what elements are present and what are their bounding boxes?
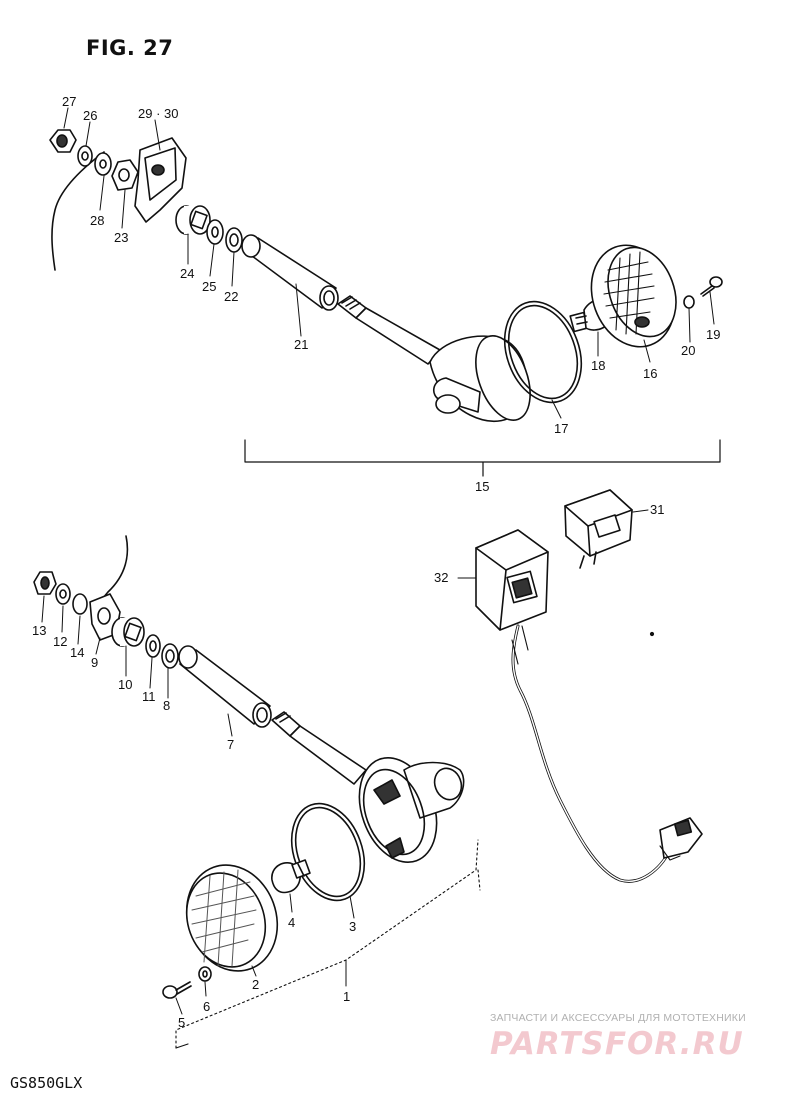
washer-20 (684, 296, 694, 308)
washer-6 (199, 967, 211, 981)
watermark-tagline: ЗАПЧАСТИ И АКСЕССУАРЫ ДЛЯ МОТОТЕХНИКИ (490, 1012, 746, 1024)
callout-21: 21 (294, 337, 309, 352)
washer-8 (162, 644, 178, 668)
rear-turn-signal-assembly (34, 536, 480, 1048)
callout-4: 4 (288, 915, 296, 930)
threaded-stem (338, 296, 440, 364)
callout-23: 23 (114, 230, 129, 245)
callout-20: 20 (681, 343, 696, 358)
callout-10: 10 (118, 677, 133, 692)
callout-26: 26 (83, 108, 98, 123)
callout-19: 19 (706, 327, 721, 342)
washer-26 (78, 146, 92, 166)
wire-lead-rear (98, 536, 127, 604)
model-code: GS850GLX (10, 1074, 83, 1092)
bulb-4 (272, 860, 310, 892)
callout-12: 12 (53, 634, 68, 649)
leader-lines-front (64, 108, 714, 418)
callout-16: 16 (643, 366, 658, 381)
wire-lead (52, 152, 104, 270)
washer-25 (207, 220, 223, 244)
nut-23 (112, 160, 138, 190)
callout-3: 3 (349, 919, 357, 934)
callout-1: 1 (343, 989, 351, 1004)
screw-5 (163, 982, 191, 998)
watermark-logo: PARTSFOR.RU (490, 1026, 744, 1062)
washer-14 (73, 594, 87, 614)
washer-11 (146, 635, 160, 657)
front-turn-signal-assembly (50, 108, 722, 476)
callout-17: 17 (554, 421, 569, 436)
callout-8: 8 (163, 698, 171, 713)
lens-2 (172, 852, 292, 984)
bracket-29-30 (135, 138, 186, 222)
callout-11: 11 (142, 689, 156, 704)
lens-16 (578, 233, 689, 358)
lamp-housing (430, 328, 541, 427)
callout-29-30: 29 · 30 (138, 106, 179, 121)
wire-harness (512, 626, 702, 881)
speck (651, 633, 654, 636)
threaded-stem-rear (272, 712, 366, 784)
callout-27: 27 (62, 94, 77, 109)
leader-lines-rear (42, 596, 354, 1014)
washer-22 (226, 228, 242, 252)
callout-24: 24 (180, 266, 195, 281)
spacer-24 (176, 206, 210, 234)
stem-sleeve-7 (179, 646, 271, 727)
callout-28: 28 (90, 213, 105, 228)
callout-32: 32 (434, 570, 449, 585)
group-bracket-1 (176, 840, 480, 1048)
callout-13: 13 (32, 623, 47, 638)
gasket-17 (491, 291, 594, 413)
callout-25: 25 (202, 279, 217, 294)
callout-6: 6 (203, 999, 211, 1014)
callout-15: 15 (475, 479, 490, 494)
nut-27 (50, 130, 76, 152)
callout-7: 7 (227, 737, 235, 752)
callout-18: 18 (591, 358, 606, 373)
lamp-housing-rear (346, 747, 466, 873)
terminal-28 (95, 153, 111, 175)
washer-12 (56, 584, 70, 604)
screw-19 (701, 277, 722, 296)
group-bracket-15 (245, 440, 720, 476)
flasher-relay-31 (565, 490, 648, 568)
callout-5: 5 (178, 1015, 186, 1030)
stem-sleeve-21 (242, 235, 338, 310)
relay-unit-32 (458, 530, 548, 630)
spacer-10 (112, 618, 144, 646)
figure-title: FIG. 27 (86, 36, 174, 60)
callout-2: 2 (252, 977, 260, 992)
callout-31: 31 (650, 502, 665, 517)
callout-9: 9 (91, 655, 99, 670)
callout-22: 22 (224, 289, 239, 304)
callout-14: 14 (70, 645, 85, 660)
